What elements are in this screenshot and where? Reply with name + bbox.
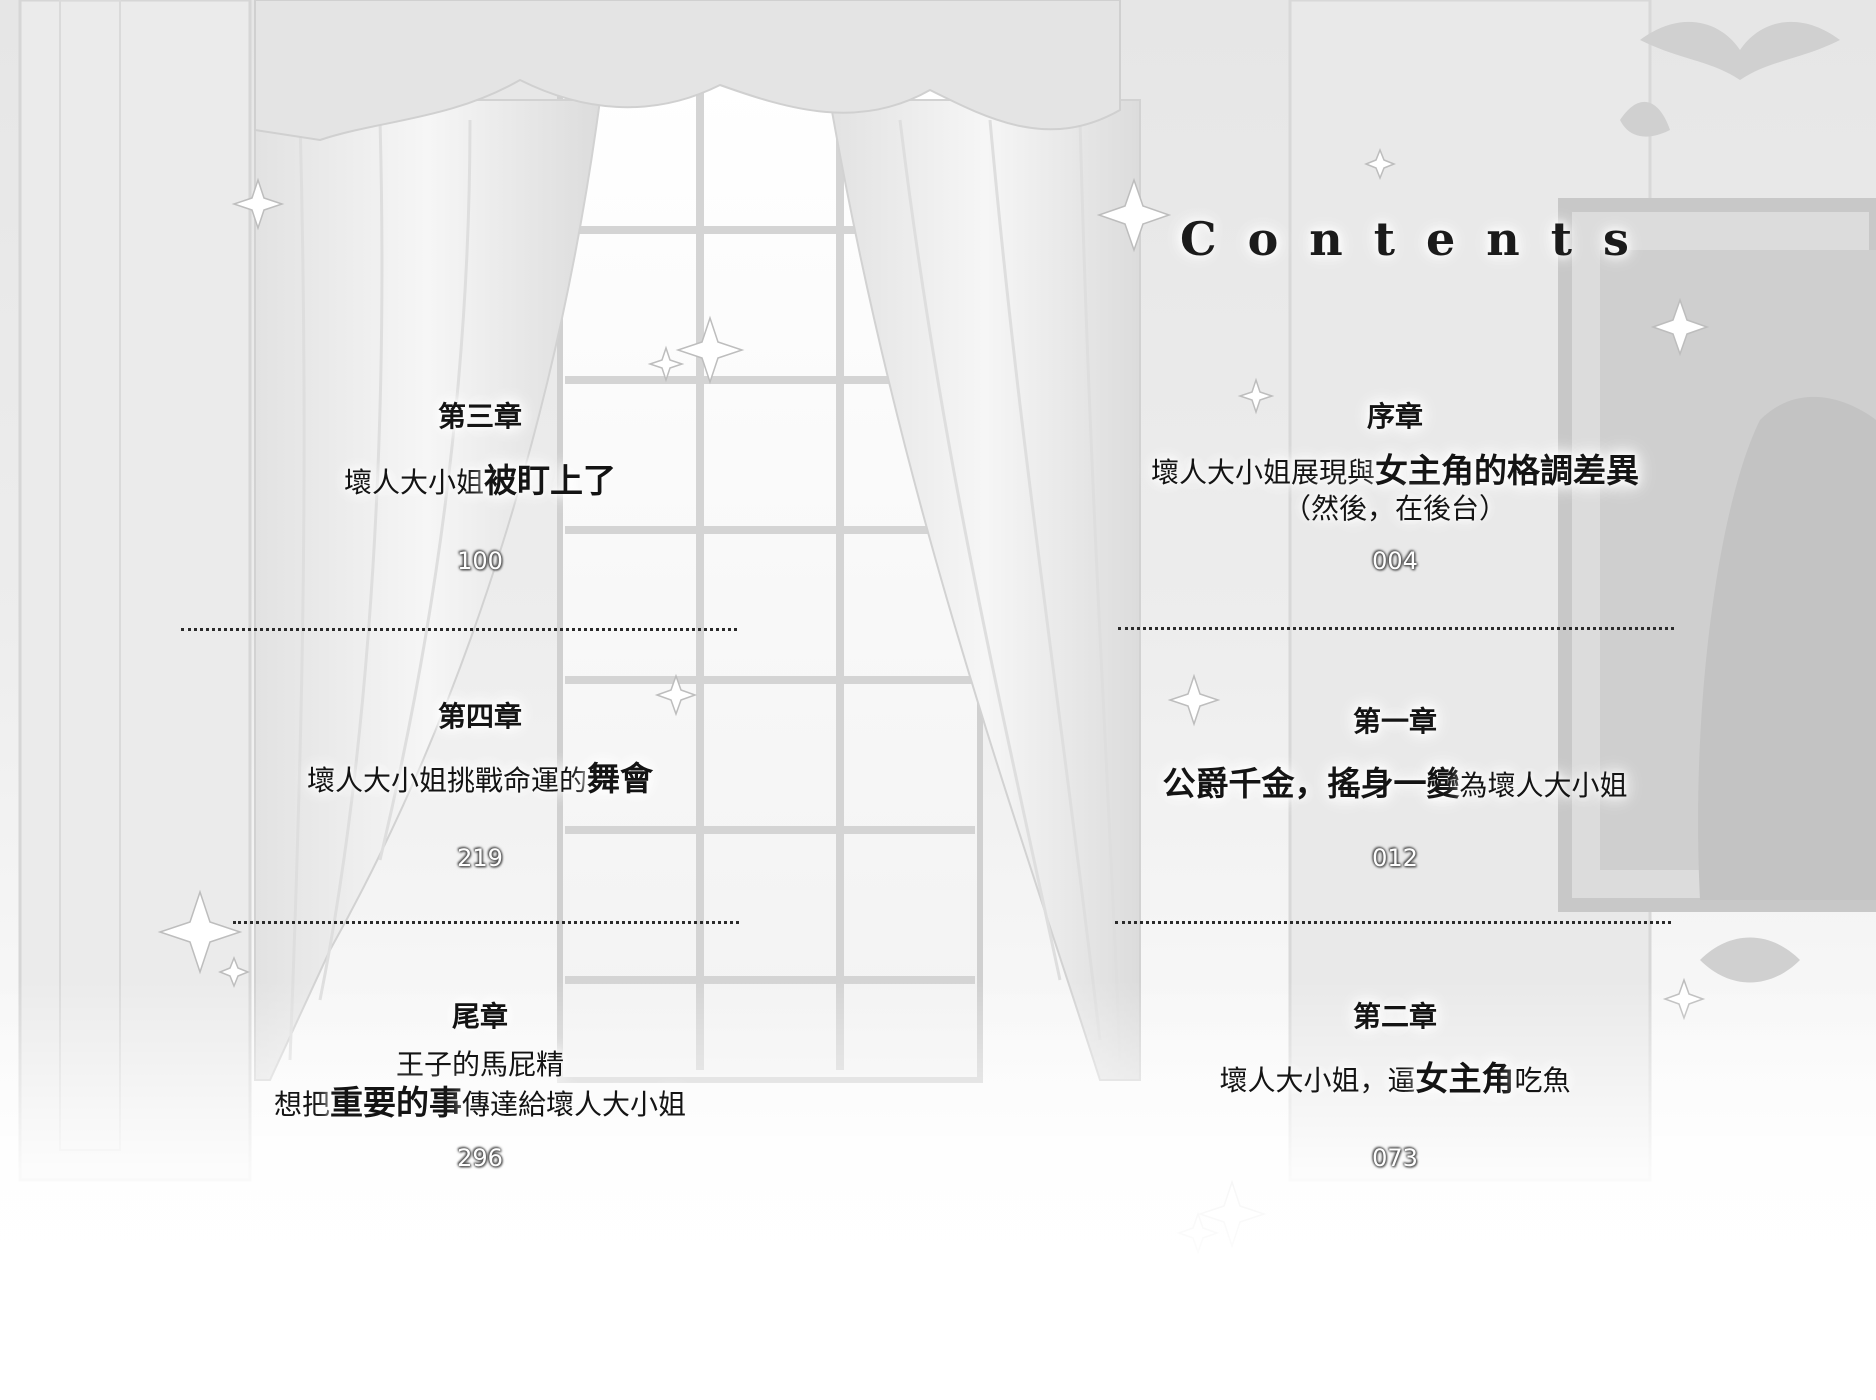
chapter-label: 第四章	[437, 700, 522, 733]
toc-entry-chapter-1[interactable]: 第一章 公爵千金，搖身一變為壞人大小姐 012	[1095, 705, 1695, 885]
chapter-title-line: 王子的馬屁精	[395, 1048, 564, 1081]
chapter-label: 序章	[1366, 400, 1423, 433]
chapter-title-line: 公爵千金，搖身一變為壞人大小姐	[1162, 764, 1628, 803]
page-number: 100	[457, 547, 503, 575]
chapter-title-line: 壞人大小姐挑戰命運的舞會	[306, 759, 653, 798]
ornament-flourish-icon	[1620, 21, 1840, 983]
toc-entry-chapter-2[interactable]: 第二章 壞人大小姐，逼女主角吃魚 073	[1095, 1000, 1695, 1180]
divider	[181, 628, 737, 631]
chapter-title-line: 壞人大小姐被盯上了	[343, 461, 616, 500]
contents-title: Contents	[1180, 212, 1660, 266]
left-curtain	[254, 99, 602, 1081]
page-number: 012	[1372, 844, 1418, 872]
chapter-subtitle-line: （然後，在後台）	[1282, 492, 1507, 525]
page-number: 073	[1372, 1144, 1418, 1172]
page-number: 004	[1372, 547, 1418, 575]
curtain-valance	[254, 0, 1121, 142]
divider	[233, 921, 739, 924]
painting-figure	[1698, 396, 1876, 900]
toc-entry-chapter-3[interactable]: 第三章 壞人大小姐被盯上了 100	[180, 400, 780, 580]
chapter-label: 第二章	[1352, 1000, 1437, 1033]
curtain-folds	[288, 119, 1122, 1061]
chapter-title-line: 壞人大小姐，逼女主角吃魚	[1219, 1059, 1571, 1098]
toc-entry-prologue[interactable]: 序章 壞人大小姐展現與女主角的格調差異 （然後，在後台） 004	[1095, 400, 1695, 580]
chapter-label: 第一章	[1352, 705, 1437, 738]
divider	[1118, 627, 1674, 630]
page-number: 219	[457, 844, 503, 872]
toc-entry-chapter-4[interactable]: 第四章 壞人大小姐挑戰命運的舞會 219	[180, 700, 780, 880]
bottom-fade	[0, 980, 1876, 1400]
chapter-title-line-2: 想把重要的事傳達給壞人大小姐	[273, 1083, 687, 1122]
page-number: 296	[457, 1144, 503, 1172]
chapter-label: 尾章	[451, 1000, 508, 1033]
divider	[1115, 921, 1671, 924]
toc-entry-epilogue[interactable]: 尾章 王子的馬屁精 想把重要的事傳達給壞人大小姐 296	[180, 1000, 780, 1180]
chapter-title-line: 壞人大小姐展現與女主角的格調差異	[1150, 451, 1639, 490]
chapter-label: 第三章	[437, 400, 522, 433]
